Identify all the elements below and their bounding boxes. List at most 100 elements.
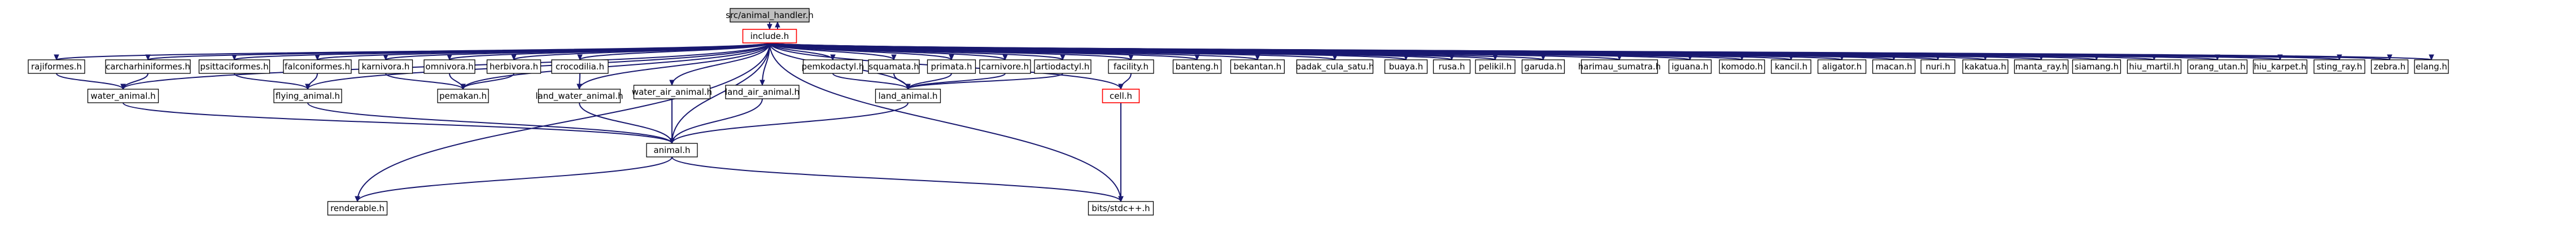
node-box (1034, 59, 1091, 74)
node-box (2313, 59, 2365, 74)
node-cell-h[interactable]: cell.h (1102, 89, 1140, 103)
node-label: bits/stdc++.h (1091, 203, 1150, 213)
node-land-water-animal-h[interactable]: land_water_animal.h (535, 89, 623, 103)
node-pemkodactyl-h[interactable]: pemkodactyl.h (802, 59, 865, 74)
edge-arrowhead (447, 54, 452, 61)
node-karnivora-h[interactable]: karnivora.h (358, 59, 413, 74)
node-iguana-h[interactable]: iguana.h (1668, 59, 1712, 74)
node-garuda-h[interactable]: garuda.h (1521, 59, 1565, 74)
node-kancil-h[interactable]: kancil.h (1771, 59, 1811, 74)
node-bits-stdc-h[interactable]: bits/stdc++.h (1088, 201, 1154, 216)
node-box (1433, 59, 1471, 74)
node-pemakan-h[interactable]: pemakan.h (437, 89, 489, 103)
edges (54, 21, 2434, 203)
node-pelikil-h[interactable]: pelikil.h (1475, 59, 1516, 74)
edge-arrowhead (511, 54, 517, 61)
node-label: primata.h (931, 62, 972, 72)
node-bekantan-h[interactable]: bekantan.h (1230, 59, 1285, 74)
node-land-animal-h[interactable]: land_animal.h (875, 89, 941, 103)
edge-include-h-to-squamata-h (769, 42, 897, 61)
edge-line (56, 73, 124, 90)
node-squamata-h[interactable]: squamata.h (868, 59, 920, 74)
node-land-air-animal-h[interactable]: land_air_animal.h (725, 85, 800, 99)
node-renderable-h[interactable]: renderable.h (327, 201, 388, 216)
node-omnivora-h[interactable]: omnivora.h (423, 59, 475, 74)
node-label: water_air_animal.h (632, 87, 712, 98)
edge-line (907, 73, 1063, 90)
node-box (28, 59, 85, 74)
node-water-air-animal-h[interactable]: water_air_animal.h (632, 85, 712, 99)
node-box (730, 8, 810, 23)
node-banteng-h[interactable]: banteng.h (1172, 59, 1222, 74)
node-hiu-karpet-h[interactable]: hiu_karpet.h (2252, 59, 2308, 74)
node-box (875, 89, 941, 103)
node-label: include.h (750, 31, 789, 41)
node-crocodilia-h[interactable]: crocodilia.h (551, 59, 609, 74)
edge-arrowhead (305, 84, 311, 90)
node-herbivora-h[interactable]: herbivora.h (486, 59, 542, 74)
node-kakatua-h[interactable]: kakatua.h (1962, 59, 2009, 74)
edge-arrowhead (2429, 54, 2434, 61)
node-artiodactyl-h[interactable]: artiodactyl.h (1034, 59, 1091, 74)
node-box (1521, 59, 1565, 74)
node-badak-cula-satu-h[interactable]: badak_cula_satu.h (1296, 59, 1374, 74)
node-macan-h[interactable]: macan.h (1872, 59, 1916, 74)
node-orang-utan-h[interactable]: orang_utan.h (2187, 59, 2248, 74)
edge-animal-h-to-bits-stdc-h (671, 156, 1124, 203)
node-label: buaya.h (1389, 62, 1424, 72)
node-label: herbivora.h (490, 62, 538, 72)
node-harimau-sumatra-h[interactable]: harimau_sumatra.h (1578, 59, 1661, 74)
edge-line (579, 42, 770, 90)
node-nuri-h[interactable]: nuri.h (1920, 59, 1955, 74)
node-zebra-h[interactable]: zebra.h (2370, 59, 2409, 74)
node-facility-h[interactable]: facility.h (1108, 59, 1154, 74)
node-buaya-h[interactable]: buaya.h (1384, 59, 1428, 74)
node-label: cell.h (1110, 91, 1132, 101)
node-label: harimau_sumatra.h (1578, 62, 1661, 72)
node-label: flying_animal.h (276, 91, 340, 102)
node-water-animal-h[interactable]: water_animal.h (87, 89, 159, 103)
edge-line (123, 102, 673, 144)
node-animal-h[interactable]: animal.h (646, 143, 698, 157)
edge-line (671, 98, 763, 144)
node-box (1102, 89, 1140, 103)
node-label: iguana.h (1671, 62, 1708, 72)
node-box (551, 59, 609, 74)
edge-arrowhead (577, 84, 582, 90)
node-siamang-h[interactable]: siamang.h (2072, 59, 2121, 74)
node-flying-animal-h[interactable]: flying_animal.h (273, 89, 342, 103)
edge-arrowhead (577, 54, 583, 61)
node-carcharhiniformes-h[interactable]: carcharhiniformes.h (105, 59, 191, 74)
node-falconiformes-h[interactable]: falconiformes.h (283, 59, 352, 74)
node-sting-ray-h[interactable]: sting_ray.h (2313, 59, 2365, 74)
node-label: banteng.h (1176, 62, 1219, 72)
node-komodo-h[interactable]: komodo.h (1719, 59, 1765, 74)
node-rusa-h[interactable]: rusa.h (1433, 59, 1471, 74)
edge-arrowhead (120, 84, 126, 90)
node-include-h[interactable]: include.h (742, 29, 797, 43)
node-rajiformes-h[interactable]: rajiformes.h (28, 59, 85, 74)
node-box (358, 59, 413, 74)
node-hiu-martil-h[interactable]: hiu_martil.h (2127, 59, 2182, 74)
edge-line (462, 42, 770, 90)
edge-artiodactyl-h-to-land-animal-h (905, 73, 1063, 90)
node-box (105, 59, 191, 74)
edge-line (671, 102, 909, 144)
node-label: omnivora.h (425, 62, 473, 72)
node-carnivore-h[interactable]: carnivore.h (979, 59, 1031, 74)
edge-animal-h-to-renderable-h (355, 156, 673, 203)
node-box (868, 59, 920, 74)
node-psittaciformes-h[interactable]: psittaciformes.h (198, 59, 270, 74)
node-primata-h[interactable]: primata.h (927, 59, 976, 74)
edge-line (769, 42, 894, 60)
edge-line (769, 42, 2432, 60)
edge-arrowhead (232, 54, 237, 61)
node-aligator-h[interactable]: aligator.h (1817, 59, 1867, 74)
node-label: hiu_karpet.h (2254, 62, 2306, 72)
edge-cell-h-to-bits-stdc-h (1118, 103, 1124, 203)
node-label: orang_utan.h (2189, 62, 2245, 72)
edge-water-air-animal-h-to-animal-h (669, 99, 675, 145)
node-label: kancil.h (1775, 62, 1807, 72)
node-manta-ray-h[interactable]: manta_ray.h (2014, 59, 2069, 74)
node-elang-h[interactable]: elang.h (2414, 59, 2449, 74)
